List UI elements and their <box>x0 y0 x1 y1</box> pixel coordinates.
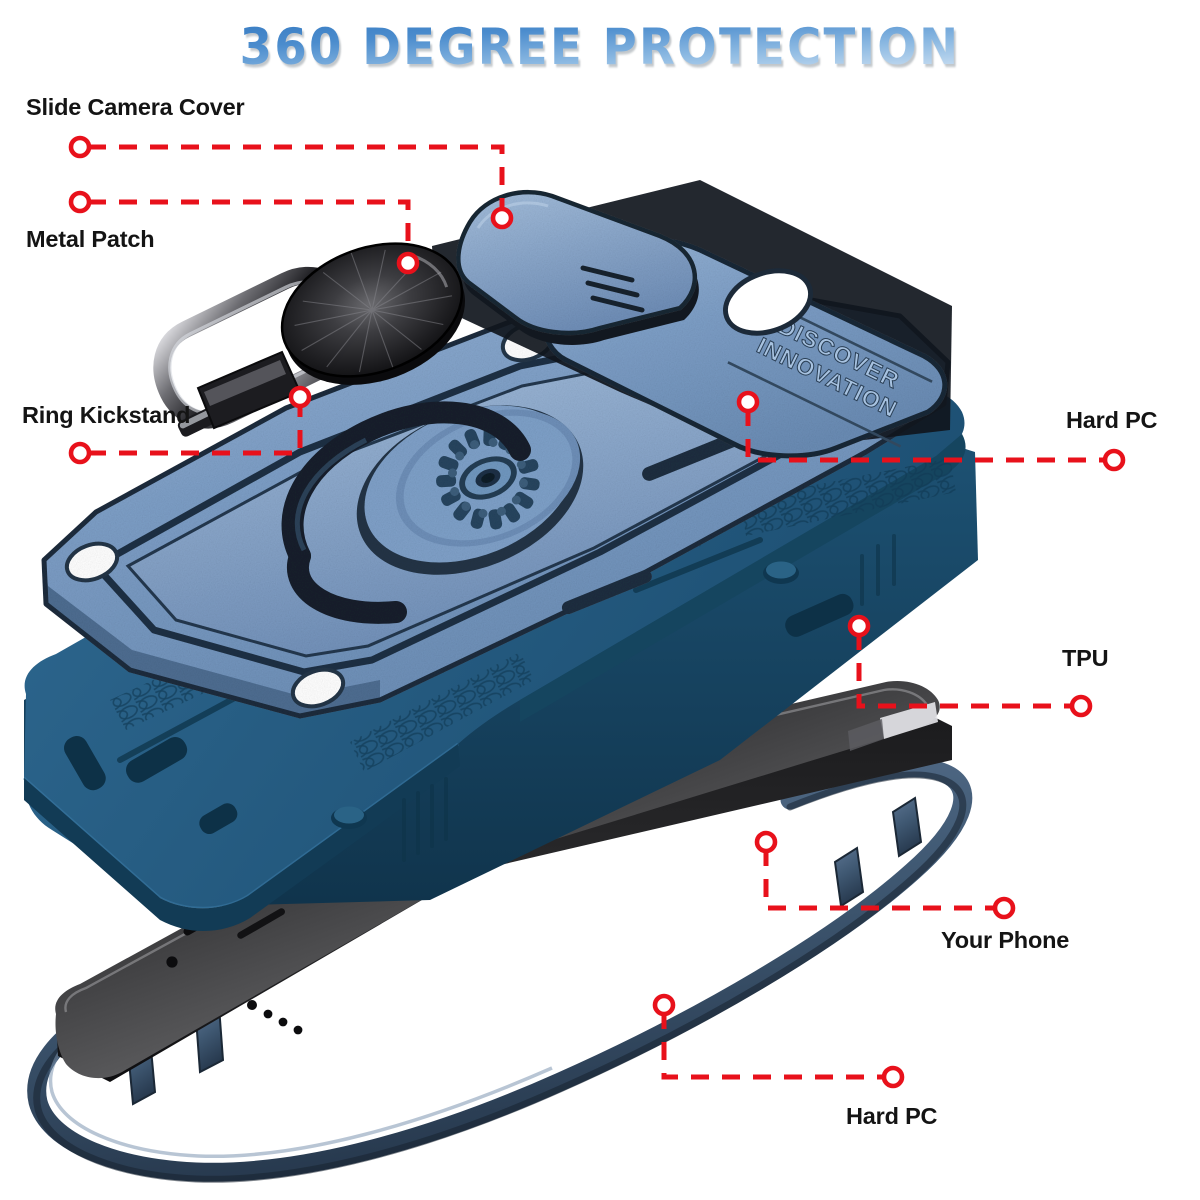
callout-label-ring-kickstand: Ring Kickstand <box>22 402 191 428</box>
callout-label-hard-pc-bottom: Hard PC <box>846 1103 938 1129</box>
layer-slide-camera-cover <box>456 190 699 345</box>
callout-label-your-phone: Your Phone <box>941 927 1070 953</box>
callout-label-hard-pc-top: Hard PC <box>1066 407 1158 433</box>
page-title: 360 DEGREE PROTECTION <box>42 18 1158 76</box>
callout-label-tpu: TPU <box>1062 645 1109 671</box>
callout-label-metal-patch: Metal Patch <box>26 226 155 252</box>
callout-label-slide-camera-cover: Slide Camera Cover <box>26 94 245 120</box>
layer-ring-kickstand <box>153 242 466 437</box>
